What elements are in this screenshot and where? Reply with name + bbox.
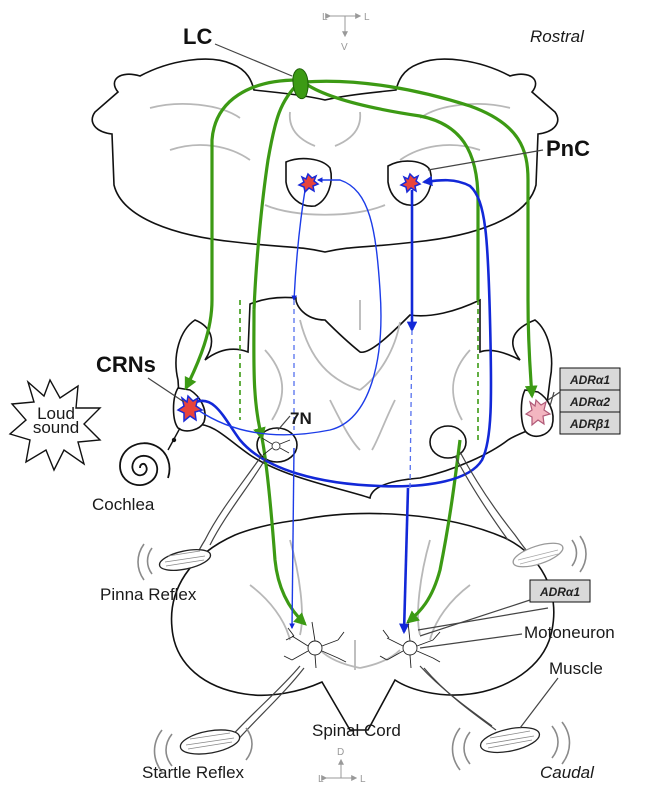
cochlea-label: Cochlea — [92, 495, 155, 514]
svg-text:L: L — [318, 774, 324, 785]
axis-bottom: L L D — [318, 747, 366, 785]
receptor-box-stack: ADRα1 ADRα2 ADRβ1 — [560, 368, 620, 434]
svg-text:D: D — [337, 747, 344, 758]
pons-section-outline — [92, 59, 557, 252]
lc-label: LC — [183, 24, 212, 49]
seven-n-label: 7N — [290, 409, 312, 428]
spinal-cord-section-outline — [172, 514, 554, 730]
svg-text:V: V — [341, 42, 348, 53]
axis-top: L L V — [322, 12, 370, 53]
muscle-label: Muscle — [549, 659, 603, 678]
pinna-reflex-label: Pinna Reflex — [100, 585, 197, 604]
rostral-label: Rostral — [530, 27, 585, 46]
svg-text:L: L — [322, 12, 328, 23]
svg-text:L: L — [360, 774, 366, 785]
startle-muscle-right — [478, 723, 541, 757]
startle-reflex-label: Startle Reflex — [142, 763, 245, 782]
spinal-cord-label: Spinal Cord — [312, 721, 401, 740]
svg-text:L: L — [364, 12, 370, 23]
spinal-receptor-label: ADRα1 — [539, 585, 580, 599]
receptor-box-label: ADRβ1 — [569, 417, 610, 431]
medulla-section-outline — [176, 297, 552, 498]
cochlea-spiral — [120, 443, 170, 485]
motoneuron-label: Motoneuron — [524, 623, 615, 642]
spinal-receptor-box: ADRα1 — [530, 580, 590, 602]
receptor-box-label: ADRα1 — [569, 373, 610, 387]
receptor-box-label: ADRα2 — [569, 395, 610, 409]
pnc-label: PnC — [546, 136, 590, 161]
caudal-label: Caudal — [540, 763, 595, 782]
startle-muscle-left — [179, 726, 242, 758]
crns-label: CRNs — [96, 352, 156, 377]
